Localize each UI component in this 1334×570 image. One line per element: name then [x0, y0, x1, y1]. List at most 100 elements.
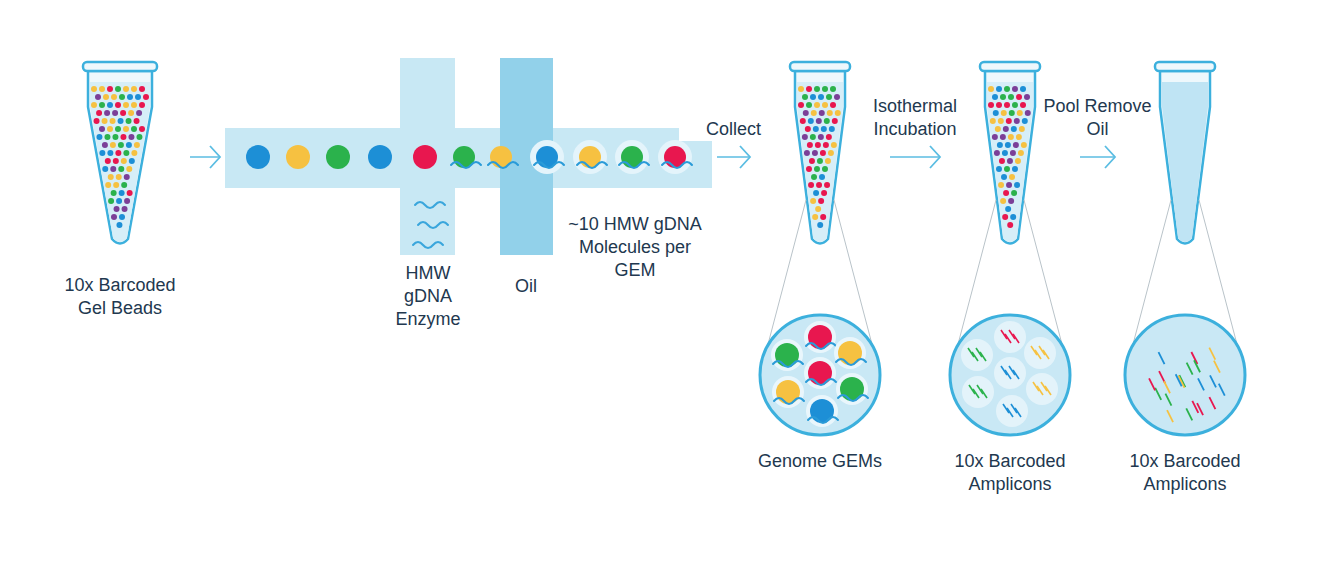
tube-liquid [987, 82, 1033, 242]
gel-bead [136, 134, 142, 140]
amplicon [1186, 408, 1192, 420]
gel-bead [1024, 94, 1030, 100]
gel-bead [124, 198, 130, 204]
gel-bead [121, 158, 127, 164]
gel-bead [993, 110, 999, 116]
gel-bead [775, 343, 799, 367]
amplicon [1187, 363, 1193, 375]
gem-droplet [573, 140, 607, 174]
gel-bead [806, 86, 812, 92]
gel-bead [808, 325, 832, 349]
gel-bead [115, 102, 121, 108]
gel-bead [1008, 94, 1014, 100]
amplicon [1198, 378, 1204, 390]
gel-bead [808, 118, 814, 124]
dna-strand [774, 398, 804, 404]
gel-bead [1004, 86, 1010, 92]
gem-droplet [836, 373, 868, 405]
gel-bead [1007, 158, 1013, 164]
gel-bead [119, 190, 125, 196]
gel-bead [126, 166, 132, 172]
gel-bead [996, 102, 1002, 108]
amplicon [1219, 384, 1225, 396]
gel-bead [819, 110, 825, 116]
gel-bead [999, 158, 1005, 164]
gel-bead [136, 110, 142, 116]
gel-bead [114, 206, 120, 212]
gem-droplet [658, 140, 692, 174]
tube-body [795, 71, 845, 244]
gel-bead [812, 150, 818, 156]
gel-bead [818, 198, 824, 204]
arrow-head [740, 146, 750, 168]
gel-bead [824, 182, 830, 188]
gel-bead [143, 94, 149, 100]
gel-bead [122, 206, 128, 212]
gel-bead [1018, 150, 1024, 156]
gel-bead [126, 118, 132, 124]
gel-bead [120, 134, 126, 140]
gel-bead [821, 126, 827, 132]
gel-bead [996, 86, 1002, 92]
gel-bead [119, 94, 125, 100]
inlet-label: HMW gDNA Enzyme [393, 262, 463, 331]
gel-bead [988, 86, 994, 92]
stage-label: Genome GEMs [755, 450, 885, 473]
flow-arrow [717, 146, 750, 168]
gel-bead [116, 174, 122, 180]
gel-bead [1016, 134, 1022, 140]
gel-bead [107, 126, 113, 132]
flow-arrow [190, 146, 220, 168]
gel-bead [813, 190, 819, 196]
arrow-shaft [190, 156, 220, 158]
gel-bead [806, 166, 812, 172]
gel-bead [798, 86, 804, 92]
gel-bead [992, 134, 998, 140]
zoom-circle [950, 315, 1070, 435]
gel-bead [111, 190, 117, 196]
amplicon [1005, 370, 1011, 379]
gel-bead [1007, 222, 1013, 228]
gel-bead [826, 134, 832, 140]
gel-bead [1014, 182, 1020, 188]
gel-bead [998, 118, 1004, 124]
gel-bead [102, 166, 108, 172]
amplicon [1176, 374, 1182, 386]
amplicon [1214, 361, 1220, 373]
gem-droplet [994, 357, 1026, 389]
amplicon [1167, 410, 1173, 422]
gel-bead [123, 86, 129, 92]
gel-bead [810, 94, 816, 100]
gel-bead [108, 198, 114, 204]
gel-bead [821, 190, 827, 196]
gel-bead [131, 102, 137, 108]
gem-droplet [615, 140, 649, 174]
gel-bead-channel [225, 128, 712, 188]
gel-bead [798, 102, 804, 108]
tube-body [1160, 71, 1210, 244]
gel-bead [1006, 182, 1012, 188]
gem-droplet [772, 376, 804, 408]
dna-strand [808, 417, 838, 423]
gel-bead [139, 102, 145, 108]
gel-bead [822, 166, 828, 172]
gel-bead [1008, 198, 1014, 204]
dna-strand [806, 379, 836, 385]
gel-bead [1008, 134, 1014, 140]
gel-bead [812, 214, 818, 220]
gel-bead [1019, 126, 1025, 132]
gel-bead [994, 150, 1000, 156]
gel-bead [112, 110, 118, 116]
gel-bead [822, 102, 828, 108]
amplicon [1197, 403, 1203, 415]
gel-bead [814, 86, 820, 92]
gel-bead [1002, 214, 1008, 220]
gel-bead [1005, 142, 1011, 148]
gel-bead [1020, 86, 1026, 92]
tube-label: 10x Barcoded Gel Beads [55, 274, 185, 320]
gel-bead [998, 182, 1004, 188]
gel-bead [828, 150, 834, 156]
gel-bead [1010, 214, 1016, 220]
gel-bead [838, 341, 862, 365]
gel-bead [1013, 142, 1019, 148]
